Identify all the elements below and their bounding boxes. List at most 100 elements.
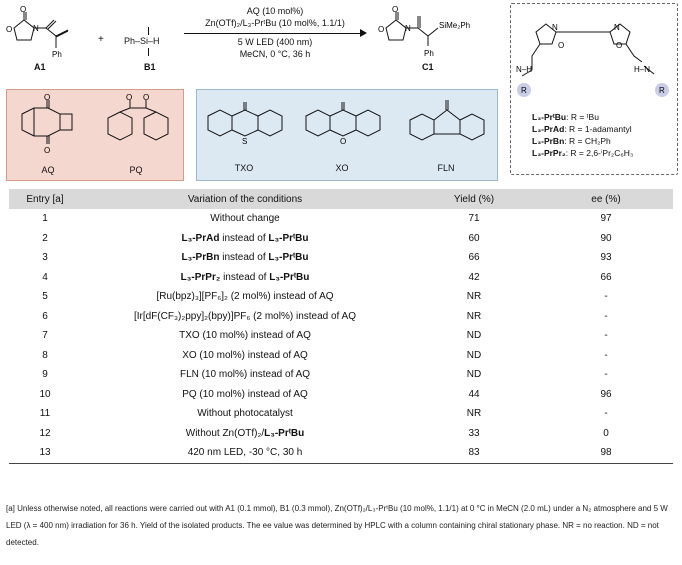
cell-ee: - <box>604 310 608 322</box>
results-table: Entry [a] Variation of the conditions Yi… <box>9 189 673 464</box>
cell-yield: ND <box>466 369 482 381</box>
cell-yield: 66 <box>468 252 480 264</box>
svg-text:N: N <box>614 23 620 32</box>
a1-carbonyl-o: O <box>20 6 26 14</box>
cell-yield: 33 <box>468 427 480 439</box>
a1-ring-o: O <box>6 25 12 34</box>
cell-entry: 11 <box>39 408 51 420</box>
cell-variation: [Ru(bpz)₃][PF₆]₂ (2 mol%) instead of AQ <box>156 291 334 303</box>
cell-variation: PQ (10 mol%) instead of AQ <box>182 388 308 400</box>
cell-yield: 42 <box>468 271 480 283</box>
cell-variation: [Ir[dF(CF₃)₂ppy]₂(bpy)]PF₆ (2 mol%) inst… <box>133 310 357 322</box>
cell-variation: FLN (10 mol%) instead of AQ <box>179 369 311 381</box>
cell-entry: 13 <box>9 443 81 464</box>
ligand-panel <box>510 3 678 175</box>
c1-ring-o: O <box>378 25 384 34</box>
plus-sign: + <box>98 34 104 45</box>
b1-methyl-up <box>148 27 149 35</box>
cell-entry: 10 <box>39 388 51 400</box>
table-footnote: [a] Unless otherwise noted, all reaction… <box>6 504 668 547</box>
svg-text:O: O <box>143 94 149 102</box>
table-row: 3 L₃-PrBn instead of L₃-PrᵗBu 66 93 <box>9 248 673 268</box>
condition-light: 5 W LED (400 nm) <box>237 37 313 47</box>
ligand-nh-left: N–H <box>516 65 532 74</box>
svg-text:O: O <box>44 146 50 155</box>
col-header-ee: ee (%) <box>539 189 673 209</box>
cell-variation: Without photocatalyst <box>197 408 293 420</box>
product-c1-label: C1 <box>422 62 434 72</box>
pq-structure: O O <box>107 94 169 141</box>
svg-text:O: O <box>616 41 622 50</box>
svg-text:N: N <box>552 23 558 32</box>
cell-ee: 93 <box>600 252 612 264</box>
ligand-legend-item: L₃-PrBn: R = CH₂Ph <box>532 136 611 146</box>
cell-ee: - <box>604 408 608 420</box>
reactant-b1-label: B1 <box>144 62 156 72</box>
svg-text:O: O <box>340 137 346 146</box>
reaction-arrow <box>184 33 364 34</box>
svg-text:O: O <box>558 41 564 50</box>
xo-label: XO <box>335 163 349 173</box>
reaction-arrowhead <box>360 29 367 37</box>
txo-structure: S <box>207 102 283 146</box>
cell-ee: - <box>604 291 608 303</box>
condition-catalyst: AQ (10 mol%) <box>246 6 304 16</box>
cell-entry: 3 <box>42 252 48 264</box>
a1-ph: Ph <box>52 50 62 59</box>
condition-solvent: MeCN, 0 °C, 36 h <box>239 49 311 59</box>
cell-variation: L₃-PrPr₂ instead of L₃-PrᵗBu <box>180 271 310 283</box>
svg-text:O: O <box>126 94 132 102</box>
b1-methyl-down <box>148 48 149 56</box>
cell-variation: Without Zn(OTf)₂/L₃-PrᵗBu <box>185 427 305 439</box>
col-header-entry: Entry [a] <box>9 189 81 209</box>
cell-yield: 44 <box>468 388 480 400</box>
table-header-row: Entry [a] Variation of the conditions Yi… <box>9 189 673 209</box>
svg-text:O: O <box>44 94 50 102</box>
reactant-a1-label: A1 <box>34 62 46 72</box>
c1-silyl: SiMe₂Ph <box>439 21 470 30</box>
ligand-legend-item: L₃-PrPr₂: R = 2,6-ⁱPr₂C₆H₃ <box>532 148 634 158</box>
cell-ee: 90 <box>600 232 612 244</box>
table-row: 6 [Ir[dF(CF₃)₂ppy]₂(bpy)]PF₆ (2 mol%) ins… <box>9 307 673 327</box>
product-c1-structure: O O N SiMe₂Ph Ph <box>378 6 470 58</box>
cell-entry: 9 <box>42 369 48 381</box>
pq-label: PQ <box>129 165 143 175</box>
ligand-legend-item: L₃-PrᵗBu: R = ᵗBu <box>532 112 599 122</box>
col-header-variation: Variation of the conditions <box>81 189 409 209</box>
cell-variation: 420 nm LED, -30 °C, 30 h <box>81 443 409 464</box>
photocatalyst-panel-quinones <box>6 89 184 181</box>
cell-variation: Without change <box>210 213 280 225</box>
condition-lewis-acid: Zn(OTf)₂/L₃-PrᵗBu (10 mol%, 1.1/1) <box>205 18 345 28</box>
ligand-r-left: R <box>521 86 527 95</box>
cell-entry: 2 <box>42 232 48 244</box>
cell-entry: 12 <box>39 427 51 439</box>
col-header-yield: Yield (%) <box>409 189 539 209</box>
cell-yield: 60 <box>468 232 480 244</box>
c1-carbonyl-o: O <box>392 6 398 14</box>
cell-yield: ND <box>466 330 482 342</box>
cell-entry: 6 <box>42 310 48 322</box>
cell-variation: L₃-PrBn instead of L₃-PrᵗBu <box>181 252 309 264</box>
cell-yield: ND <box>466 349 482 361</box>
xo-structure: O <box>305 102 381 146</box>
cell-ee: 98 <box>539 443 673 464</box>
ligand-structure: N O N O N–H H–N R R <box>516 23 669 97</box>
cell-yield: NR <box>466 408 482 420</box>
ligand-legend: L₃-PrᵗBu: R = ᵗBu L₃-PrAd: R = 1-adamant… <box>532 111 633 159</box>
fln-label: FLN <box>437 163 455 173</box>
cell-variation: XO (10 mol%) instead of AQ <box>182 349 308 361</box>
table-row: 11 Without photocatalyst NR - <box>9 404 673 424</box>
cell-variation: TXO (10 mol%) instead of AQ <box>179 330 311 342</box>
c1-n: N <box>405 24 411 33</box>
aq-structure: O O <box>21 94 73 155</box>
cell-ee: - <box>604 330 608 342</box>
cell-ee: 0 <box>603 427 609 439</box>
table-row: 12 Without Zn(OTf)₂/L₃-PrᵗBu 33 0 <box>9 424 673 444</box>
cell-entry: 1 <box>42 213 48 225</box>
txo-label: TXO <box>234 163 254 173</box>
a1-n: N <box>33 24 39 33</box>
